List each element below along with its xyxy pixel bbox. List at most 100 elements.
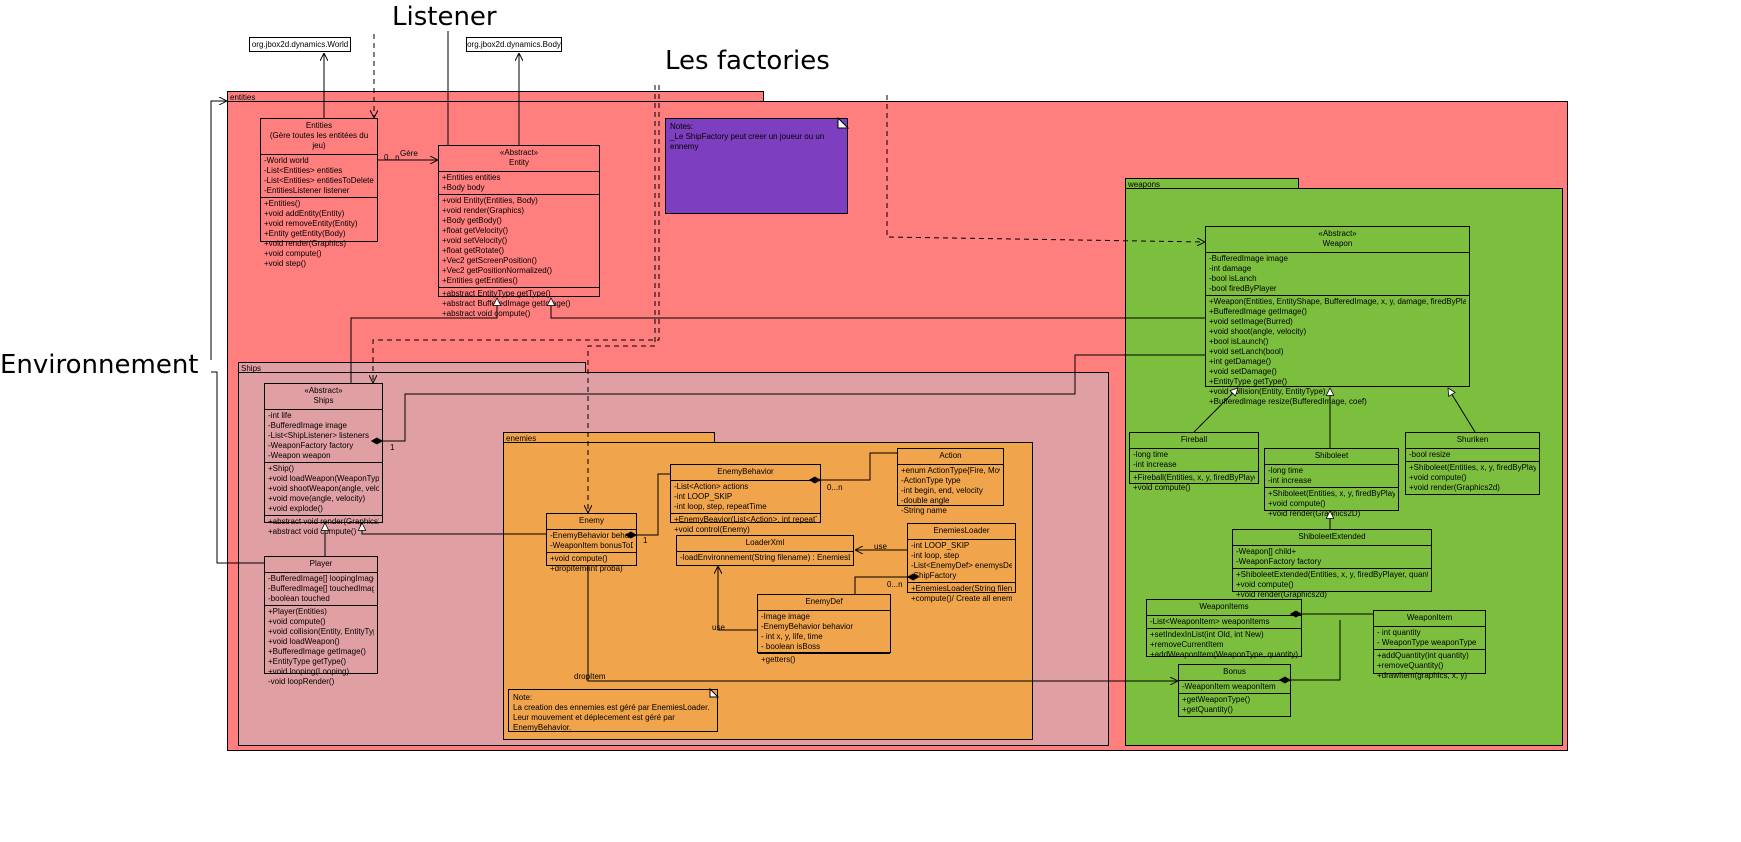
note-fold-1 <box>837 116 850 129</box>
class-section: -List<WeaponItem> weaponItems <box>1147 616 1301 629</box>
class-member: -List<Action> actions <box>674 482 749 491</box>
class-action: Action+enum ActionType{Fire, Move}-Actio… <box>897 448 1004 515</box>
class-member: +EntityType getType() <box>1209 377 1288 386</box>
class-member: +void addEntity(Entity) <box>264 209 345 218</box>
link-enemydef-loaderxml <box>718 566 757 631</box>
link-ships-entity <box>350 298 497 383</box>
class-header-line: Entity <box>508 158 529 167</box>
class-header-line: Enemy <box>579 516 604 525</box>
class-member: -long time <box>1268 466 1304 475</box>
class-header-line: «Abstract» <box>304 386 343 395</box>
class-member: +Shiboleet(Entities, x, y, firedByPlayer… <box>1268 489 1395 498</box>
class-header: Action <box>898 449 1003 465</box>
class-enemy: Enemy-EnemyBehavior behavior-WeaponItem … <box>546 513 637 573</box>
class-shiboleet: Shiboleet-long time-int increase+Shibole… <box>1264 448 1399 518</box>
class-header-line: Shiboleet <box>1314 451 1349 460</box>
class-member: +void render(Graphics2d) <box>1409 483 1500 492</box>
class-header-line: «Abstract» <box>1318 229 1357 238</box>
class-member: +Body getBody() <box>442 216 502 225</box>
class-header: «Abstract»Weapon <box>1206 227 1469 253</box>
link-enemy-bonus <box>587 566 1178 681</box>
class-member: - int x, y, life, time <box>761 632 823 641</box>
link-bonus-weaponitem <box>1278 620 1341 684</box>
class-header: ShiboleetExtended <box>1233 530 1431 546</box>
class-member: +void Entity(Entities, Body) <box>442 196 538 205</box>
class-section: -List<Action> actions-int LOOP_SKIP-int … <box>671 481 820 514</box>
class-member: -int LOOP_SKIP <box>911 541 970 550</box>
class-section: -Weapon[] child+-WeaponFactory factory <box>1233 546 1431 569</box>
class-member: +Vec2 getScreenPosition() <box>442 256 537 265</box>
class-member: -boolean touched <box>268 594 330 603</box>
class-header: «Abstract»Entity <box>439 146 599 172</box>
class-weaponitems: WeaponItems -List<WeaponItem> weaponItems… <box>1146 599 1302 659</box>
class-section: +addQuantity(int quantity)+removeQuantit… <box>1374 650 1485 682</box>
class-weapon: «Abstract»Weapon-BufferedImage image-int… <box>1205 226 1470 406</box>
class-member: +getWeaponType() <box>1182 695 1251 704</box>
class-member: +getQuantity() <box>1182 705 1233 714</box>
class-member: -List<Entities> entitiesToDelete <box>264 176 374 185</box>
class-shuriken: Shuriken-bool resize+Shiboleet(Entities,… <box>1405 432 1540 495</box>
link-factory-enemy <box>588 85 656 513</box>
class-member: -int life <box>268 411 292 420</box>
class-member: +void compute() <box>1236 580 1294 589</box>
class-header-line: WeaponItems <box>1199 602 1249 611</box>
environnement-label: Environnement <box>0 350 199 380</box>
class-member: -EnemyBehavior behavior <box>761 622 854 631</box>
note-enemies: Note: La creation des ennemies est géré … <box>508 689 718 732</box>
class-enemiesloader: EnemiesLoader-int LOOP_SKIP-int loop, st… <box>907 523 1016 603</box>
class-member: +dropItem(int proba) <box>550 564 623 573</box>
class-entity: «Abstract»Entity+Entities entities+Body … <box>438 145 600 318</box>
link-weapon-entity <box>551 298 1205 319</box>
class-entities: Entities(Gère toutes les entitées du jeu… <box>260 118 378 268</box>
class-member: -List<Entities> entities <box>264 166 343 175</box>
class-member: +Entity getEntity(Body) <box>264 229 346 238</box>
class-header: Entities(Gère toutes les entitées du jeu… <box>261 119 377 155</box>
class-section: +abstract void render(Graphics2D)+abstra… <box>265 516 382 538</box>
assoc-label-gere: Gère <box>400 149 418 158</box>
class-section: -int life-BufferedImage image-List<ShipL… <box>265 410 382 463</box>
class-member: +Fireball(Entities, x, y, firedByPlayer) <box>1133 473 1255 482</box>
class-member: +setIndexInList(int Old, int New) <box>1150 630 1264 639</box>
class-member: +BufferedImage getImage() <box>1209 307 1307 316</box>
class-member: -String name <box>901 506 947 515</box>
class-member: -double angle <box>901 496 950 505</box>
class-member: +compute()/ Create all enemies <box>911 594 1012 603</box>
class-member: -WeaponFactory factory <box>268 441 354 450</box>
external-world: org.jbox2d.dynamics.World <box>249 37 351 52</box>
class-member: +void render(Graphics) <box>442 206 525 215</box>
class-member: +void removeEntity(Entity) <box>264 219 358 228</box>
class-section: -int LOOP_SKIP-int loop, step-List<Enemy… <box>908 540 1015 583</box>
class-member: -World world <box>264 156 309 165</box>
class-header-line: EnemyBehavior <box>717 467 774 476</box>
link-factory-weapon <box>886 95 1205 242</box>
package-tab-weapons: weapons <box>1125 178 1299 189</box>
package-tab-enemies: enemies <box>503 432 715 443</box>
link-fireball-weapon <box>1193 388 1238 433</box>
class-member: +EntityType getType() <box>268 657 347 666</box>
class-header: EnemyDef <box>758 595 890 611</box>
class-member: +void setLanch(bool) <box>1209 347 1284 356</box>
class-member: +removeCurrentItem <box>1150 640 1224 649</box>
class-header: Bonus <box>1179 665 1290 681</box>
class-header-line: WeaponItem <box>1406 613 1453 622</box>
class-section: +EnemyBeavior(List<Action>, int repeatTi… <box>671 514 820 536</box>
class-member: -loadEnvironnement(String filename) : En… <box>680 553 850 562</box>
class-section: +Ship()+void loadWeapon(WeaponType)+void… <box>265 463 382 516</box>
class-member: -ActionType type <box>901 476 961 485</box>
note-ship-factory: Notes: _Le ShipFactory peut creer un jou… <box>665 118 848 214</box>
external-body: org.jbox2d.dynamics.Body <box>466 37 562 52</box>
class-member: +void move(angle, velocity) <box>268 494 366 503</box>
class-member: +void compute() <box>1133 483 1191 492</box>
class-member: -void loopRender() <box>268 677 335 686</box>
class-member: - boolean isBoss <box>761 642 821 651</box>
class-bonus: Bonus-WeaponItem weaponItem+getWeaponTyp… <box>1178 664 1291 717</box>
class-section: -Image image-EnemyBehavior behavior- int… <box>758 611 890 654</box>
note-fold-2 <box>709 687 720 698</box>
class-header: Enemy <box>547 514 636 530</box>
link-shuriken-weapon <box>1448 388 1476 433</box>
class-header-line: LoaderXml <box>745 538 785 547</box>
class-member: +void collision(Entity, EntityType) <box>1209 387 1326 396</box>
class-member: -EnemyBehavior behavior <box>550 531 633 540</box>
note-line: Notes: <box>670 122 694 131</box>
